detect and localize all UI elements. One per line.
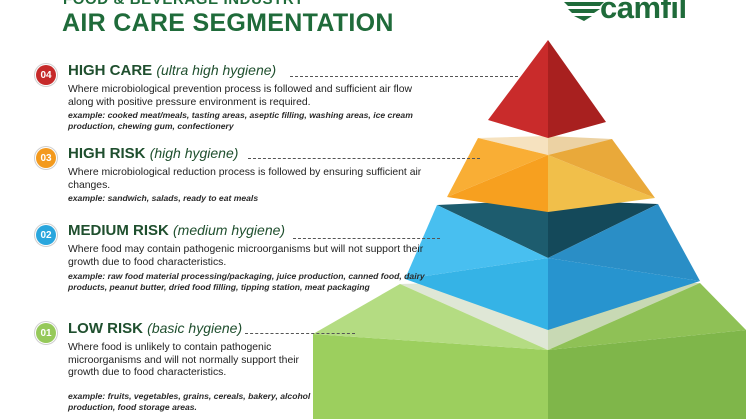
- kicker-title: FOOD & BEVERAGE INDUSTRY: [63, 0, 304, 8]
- level-badge: 04: [36, 65, 56, 85]
- logo-wordmark: camfil: [600, 0, 687, 25]
- page-title: AIR CARE SEGMENTATION: [62, 9, 394, 37]
- badge-ring: [34, 63, 58, 87]
- level-description: Where microbiological reduction process …: [68, 167, 422, 191]
- logo-swoosh-icon: [564, 2, 604, 21]
- level-qualifier: (medium hygiene): [173, 222, 286, 238]
- level-name: LOW RISK: [68, 320, 143, 337]
- badge-ring: [34, 146, 58, 170]
- leader-line-high-risk: [248, 158, 480, 159]
- level-name: MEDIUM RISK: [68, 222, 169, 239]
- leader-line-high-care: [290, 76, 518, 77]
- leader-line-low-risk: [245, 333, 355, 334]
- level-badge: 01: [36, 323, 56, 343]
- level-heading: HIGH RISK (high hygiene): [68, 145, 238, 162]
- level-qualifier: (basic hygiene): [147, 320, 243, 336]
- level-example: example: sandwich, salads, ready to eat …: [68, 193, 259, 203]
- level-badge: 02: [36, 225, 56, 245]
- level-example: example: fruits, vegetables, grains, cer…: [68, 391, 311, 412]
- leader-line-medium-risk: [293, 238, 440, 239]
- level-name: HIGH CARE: [68, 62, 153, 79]
- level-heading: MEDIUM RISK (medium hygiene): [68, 222, 285, 239]
- pyramid-tier-high-care: [488, 40, 606, 138]
- badge-ring: [34, 223, 58, 247]
- level-example: example: raw food material processing/pa…: [68, 271, 425, 292]
- level-heading: HIGH CARE (ultra high hygiene): [68, 62, 276, 79]
- level-description: Where microbiological prevention process…: [68, 84, 413, 108]
- level-badge: 03: [36, 148, 56, 168]
- level-qualifier: (high hygiene): [149, 145, 239, 161]
- level-qualifier: (ultra high hygiene): [156, 62, 277, 78]
- level-example: example: cooked meat/meals, tasting area…: [68, 110, 413, 131]
- level-description: Where food may contain pathogenic microo…: [68, 244, 424, 268]
- badge-ring: [34, 321, 58, 345]
- level-heading: LOW RISK (basic hygiene): [68, 320, 242, 337]
- level-description: Where food is unlikely to contain pathog…: [68, 342, 299, 378]
- level-name: HIGH RISK: [68, 145, 146, 162]
- camfil-logo: camfil: [560, 0, 746, 34]
- pyramid-tier-high-risk: [447, 136, 655, 212]
- pyramid-tier-medium-risk: [405, 200, 700, 330]
